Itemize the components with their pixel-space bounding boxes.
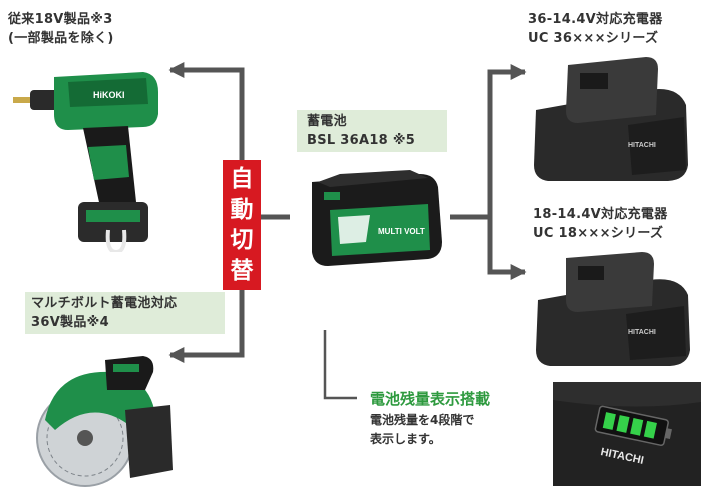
badge-char-3: 切 bbox=[230, 227, 254, 254]
battery-pack-icon: MULTI VOLT bbox=[312, 170, 442, 266]
charger-18v-title: 18-14.4V対応充電器 bbox=[533, 207, 668, 222]
svg-text:MULTI VOLT: MULTI VOLT bbox=[378, 227, 425, 236]
multivolt-36v-title: マルチボルト蓄電池対応 bbox=[31, 296, 178, 311]
charger-top-brand: HITACHI bbox=[628, 142, 656, 149]
right-branch-top bbox=[487, 63, 527, 217]
charger-18v-icon: HITACHI bbox=[536, 252, 690, 366]
feature-callout: 電池残量表示搭載 電池残量を4段階で 表示します。 bbox=[370, 388, 490, 449]
impact-driver-icon: HiKOKI bbox=[13, 72, 158, 252]
multivolt-36v-note: 36V製品※4 bbox=[31, 315, 109, 330]
feature-desc-line1: 電池残量を4段階で bbox=[370, 413, 475, 427]
badge-char-2: 動 bbox=[230, 196, 254, 223]
charger-36v-label: 36-14.4V対応充電器 UC 36×××シリーズ bbox=[528, 10, 663, 48]
charger-36v-series: UC 36×××シリーズ bbox=[528, 31, 659, 46]
feature-callout-line bbox=[323, 330, 357, 400]
battery-model: BSL 36A18 ※5 bbox=[307, 133, 416, 148]
battery-label-title: 蓄電池 bbox=[307, 114, 347, 129]
legacy-18v-note: (一部製品を除く) bbox=[8, 31, 114, 46]
charger-18v-series: UC 18×××シリーズ bbox=[533, 226, 664, 241]
badge-char-4: 替 bbox=[230, 257, 254, 284]
circular-saw-icon bbox=[36, 356, 173, 487]
feature-desc-line2: 表示します。 bbox=[370, 432, 441, 446]
battery-label: 蓄電池 BSL 36A18 ※5 bbox=[297, 110, 447, 152]
battery-indicator-icon: HITACHI bbox=[553, 382, 701, 486]
svg-text:HiKOKI: HiKOKI bbox=[93, 90, 125, 100]
badge-char-1: 自 bbox=[230, 166, 254, 193]
charger-18v-label: 18-14.4V対応充電器 UC 18×××シリーズ bbox=[533, 205, 668, 243]
feature-title: 電池残量表示搭載 bbox=[370, 390, 491, 408]
charger-36v-title: 36-14.4V対応充電器 bbox=[528, 12, 663, 27]
auto-switch-badge: 自 動 切 替 bbox=[223, 160, 261, 290]
battery-indicator-photo: HITACHI bbox=[553, 382, 701, 486]
multivolt-36v-label: マルチボルト蓄電池対応 36V製品※4 bbox=[25, 292, 225, 334]
legacy-18v-label: 従来18V製品※3 (一部製品を除く) bbox=[8, 10, 114, 48]
legacy-18v-title: 従来18V製品※3 bbox=[8, 12, 113, 27]
charger-36v-icon: HITACHI bbox=[534, 57, 688, 181]
right-branch-bottom bbox=[487, 217, 527, 281]
charger-bottom-brand: HITACHI bbox=[628, 329, 656, 336]
